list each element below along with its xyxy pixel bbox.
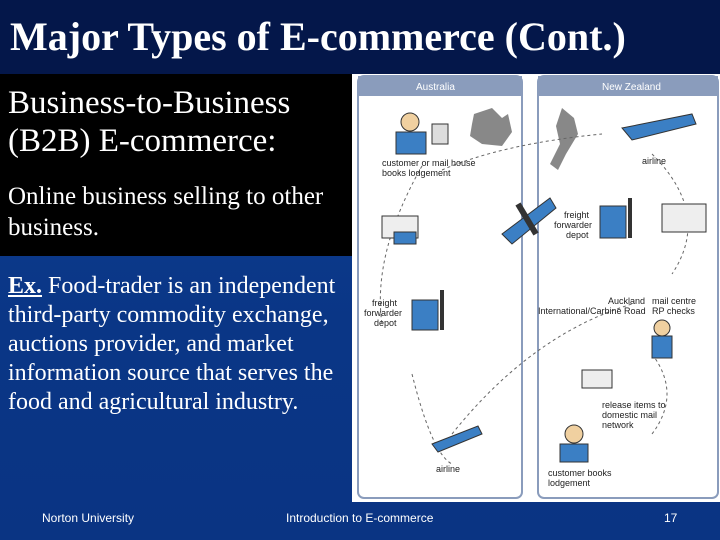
footer-center: Introduction to E-commerce	[286, 511, 434, 525]
freight-depot-top-label-3: depot	[566, 230, 589, 240]
customer-bottom-person-icon	[559, 424, 589, 463]
airline-top-plane-icon	[621, 113, 697, 141]
center-plane-icon	[501, 197, 557, 245]
airline-bottom-label: airline	[436, 464, 460, 474]
diagram-illustration: Australia New Zealand customer or mail h…	[357, 75, 719, 499]
customer-person-icon	[395, 112, 449, 155]
mail-centre-label-2: RP checks	[652, 306, 695, 316]
customer-mail-house-label-2: books lodgement	[382, 168, 451, 178]
auckland-label-2: International/Carbine Road	[538, 306, 646, 316]
australia-header: Australia	[416, 82, 455, 93]
example-label: Ex.	[8, 273, 43, 299]
flow-arrow	[441, 133, 603, 171]
customer-books-label-2: lodgement	[548, 478, 591, 488]
heading-background	[0, 74, 352, 256]
new-zealand-header: New Zealand	[602, 82, 661, 93]
van-icon	[581, 369, 613, 389]
b2b-heading: Business-to-Business (B2B) E-commerce:	[8, 84, 353, 160]
freight-depot-left-label-3: depot	[374, 318, 397, 328]
forklift-left-icon	[411, 290, 444, 331]
example-text: Food-trader is an independent third-part…	[8, 273, 336, 415]
australia-header-bar	[358, 76, 522, 96]
example-paragraph: Ex. Food-trader is an independent third-…	[8, 272, 353, 417]
flow-arrow	[651, 353, 668, 435]
flow-arrow	[379, 165, 423, 325]
airline-top-label: airline	[642, 156, 666, 166]
freight-depot-left-label-1: freight	[372, 298, 398, 308]
release-label-2: domestic mail	[602, 410, 657, 420]
mail-centre-label-1: mail centre	[652, 296, 696, 306]
release-label-1: release items to	[602, 400, 666, 410]
airline-bottom-plane-icon	[431, 425, 483, 453]
slide-title: Major Types of E-commerce (Cont.)	[0, 0, 720, 74]
truck-icon	[381, 215, 419, 245]
truck-right-icon	[661, 203, 707, 233]
new-zealand-header-bar	[538, 76, 718, 96]
b2b-definition: Online business selling to other busines…	[8, 183, 324, 241]
freight-depot-top-label-2: forwarder	[554, 220, 592, 230]
forklift-top-icon	[599, 198, 632, 239]
auckland-label-1: Auckland	[608, 296, 645, 306]
mail-worker-icon	[651, 319, 673, 359]
australia-map-icon	[470, 108, 512, 146]
heading-line-2: (B2B) E-commerce:	[8, 123, 277, 159]
page-number: 17	[664, 511, 678, 525]
flow-arrow	[451, 303, 633, 435]
freight-depot-top-label-1: freight	[564, 210, 590, 220]
release-label-3: network	[602, 420, 634, 430]
heading-line-1: Business-to-Business	[8, 85, 291, 121]
customer-books-label-1: customer books	[548, 468, 612, 478]
customer-mail-house-label-1: customer or mail house	[382, 158, 476, 168]
b2b-logistics-diagram: Australia New Zealand customer or mail h…	[352, 74, 720, 502]
flow-arrow	[651, 153, 689, 275]
footer-left: Norton University	[42, 511, 135, 525]
freight-depot-left-label-2: forwarder	[364, 308, 402, 318]
